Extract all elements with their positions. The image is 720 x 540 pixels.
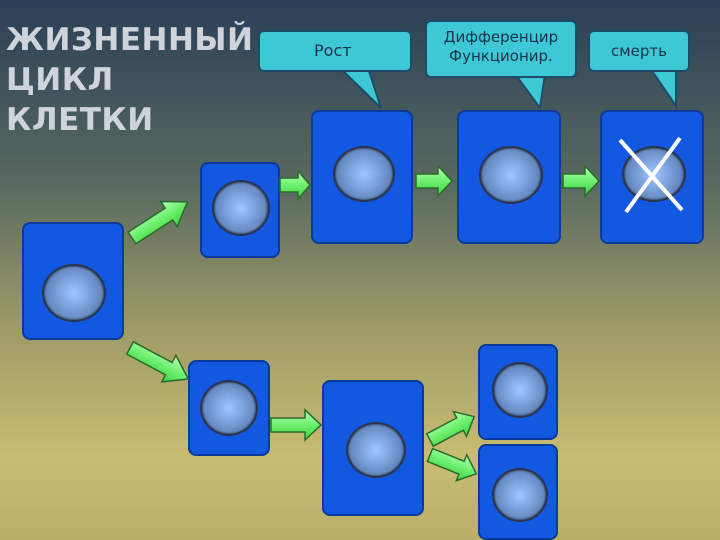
mother-cell: [22, 222, 124, 340]
nucleus: [492, 362, 548, 418]
nucleus: [42, 264, 106, 322]
nucleus: [333, 146, 395, 202]
arrow-death: [562, 164, 601, 198]
arrow-growth: [279, 168, 311, 202]
title-line-2: ЦИКЛ: [6, 62, 114, 98]
title-line-1: ЖИЗНЕННЫЙ: [6, 22, 254, 58]
callout-death: смерть: [588, 30, 690, 72]
callout-differentiation: Дифференцир Функционир.: [425, 20, 577, 78]
callout-growth-text: Рост: [314, 41, 352, 60]
grown-cell: [311, 110, 413, 244]
arrow-lower-growth: [270, 408, 323, 442]
daughter-cell-upper: [200, 162, 280, 258]
callout-death-text: смерть: [611, 42, 667, 60]
nucleus: [492, 468, 548, 522]
arrow-differentiation: [415, 164, 454, 198]
arrow-division-up: [425, 410, 476, 448]
callout-growth: Рост: [258, 30, 412, 72]
daughter-cell-lower: [188, 360, 270, 456]
divided-cell-top: [478, 344, 558, 440]
nucleus: [346, 422, 406, 478]
nucleus: [479, 146, 543, 204]
arrow-to-upper-cell: [127, 200, 189, 245]
callout-differentiation-line-2: Функционир.: [449, 47, 553, 65]
title-line-3: КЛЕТКИ: [6, 102, 154, 138]
diagram-title: ЖИЗНЕННЫЙ ЦИКЛ КЛЕТКИ: [6, 20, 254, 140]
nucleus: [212, 180, 270, 236]
divided-cell-bottom: [478, 444, 558, 540]
arrow-division-down: [426, 447, 478, 482]
grown-cell-lower: [322, 380, 424, 516]
differentiated-cell: [457, 110, 561, 244]
x-cross-icon: [618, 136, 684, 214]
arrow-to-lower-cell: [125, 340, 190, 383]
nucleus: [200, 380, 258, 436]
callout-differentiation-line-1: Дифференцир: [443, 28, 559, 46]
